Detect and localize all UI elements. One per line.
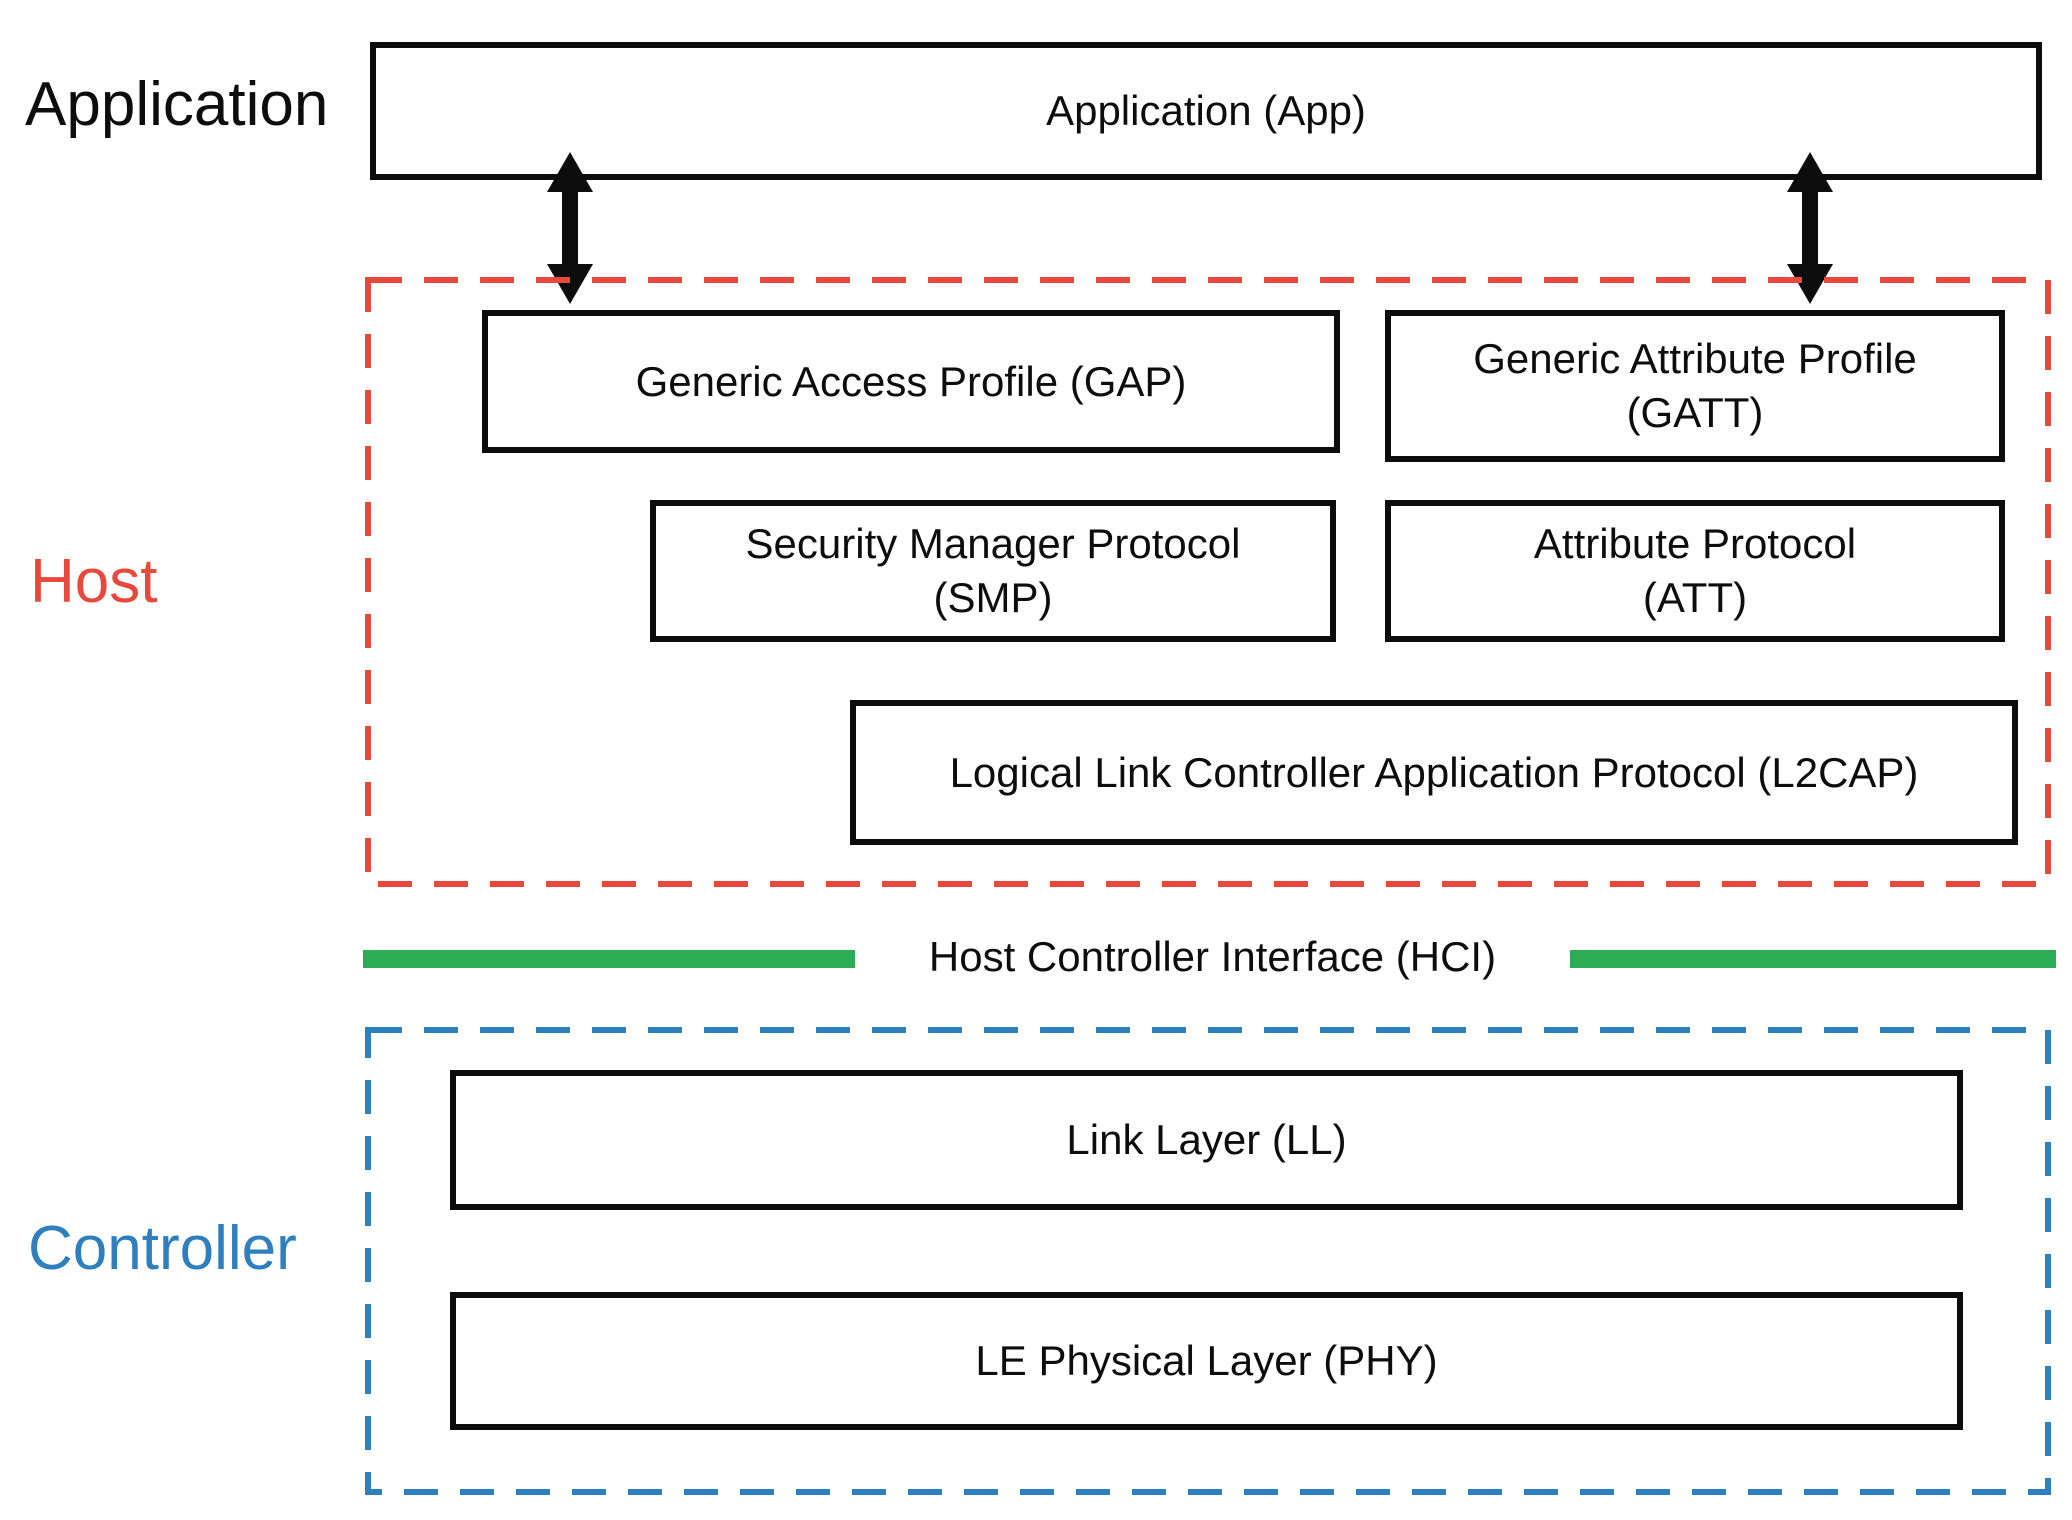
gap-box: Generic Access Profile (GAP) — [482, 310, 1340, 453]
bidirectional-arrow-icon — [547, 152, 593, 304]
l2cap-box-label: Logical Link Controller Application Prot… — [949, 748, 1919, 796]
att-box-label-line1: Attribute Protocol — [1533, 520, 1857, 568]
att-box: Attribute Protocol (ATT) — [1385, 500, 2005, 642]
host-region-border — [365, 277, 2051, 887]
hci-bar-left — [363, 950, 855, 968]
smp-box-label-line1: Security Manager Protocol — [745, 520, 1241, 568]
l2cap-box: Logical Link Controller Application Prot… — [850, 700, 2018, 845]
gatt-box: Generic Attribute Profile (GATT) — [1385, 310, 2005, 462]
phy-box-label: LE Physical Layer (PHY) — [975, 1337, 1438, 1385]
gatt-box-label-line1: Generic Attribute Profile — [1473, 335, 1917, 383]
smp-box-label-line2: (SMP) — [933, 574, 1053, 621]
host-section-label: Host — [30, 547, 158, 616]
gatt-box-label-line2: (GATT) — [1626, 389, 1764, 436]
att-box-label-line2: (ATT) — [1642, 574, 1748, 621]
gap-box-label: Generic Access Profile (GAP) — [635, 357, 1187, 405]
hci-label: Host Controller Interface (HCI) — [928, 933, 1497, 980]
application-box: Application (App) — [370, 42, 2042, 180]
link-layer-box: Link Layer (LL) — [450, 1070, 1963, 1210]
smp-box: Security Manager Protocol (SMP) — [650, 500, 1336, 642]
controller-section-label: Controller — [28, 1214, 297, 1283]
phy-box: LE Physical Layer (PHY) — [450, 1292, 1963, 1430]
bidirectional-arrow-icon — [1787, 152, 1833, 304]
application-box-label: Application (App) — [1046, 87, 1366, 135]
controller-region-border — [365, 1027, 2051, 1495]
link-layer-box-label: Link Layer (LL) — [1066, 1116, 1347, 1164]
application-section-label: Application — [25, 70, 329, 139]
hci-bar-right — [1570, 950, 2056, 968]
